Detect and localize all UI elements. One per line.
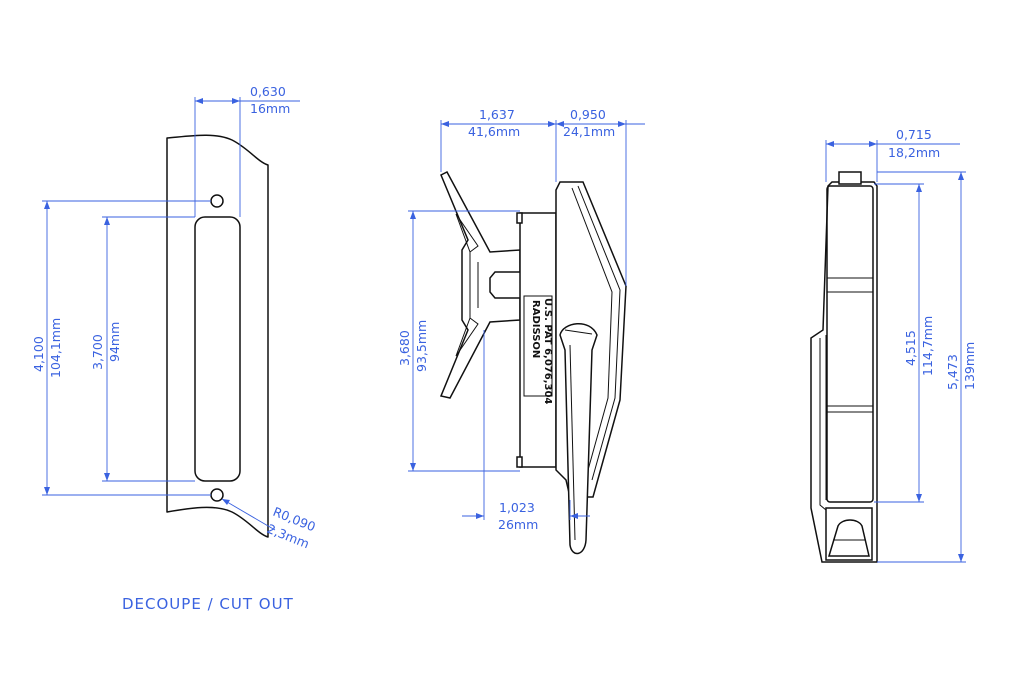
side-handle-depth-mm: 24,1mm [563, 124, 615, 139]
cutout-width-in: 0,630 [250, 84, 286, 99]
side-latch-hook-inner-top [455, 213, 479, 253]
cutout-width-mm: 16mm [250, 101, 290, 116]
side-label-line1: RADISSON [530, 300, 541, 358]
front-inner-panel [826, 185, 874, 503]
side-depth-dimension: 1,637 41,6mm [440, 107, 557, 182]
front-overall-height-dimension: 5,473 139mm [877, 171, 977, 563]
side-height-in: 3,680 [397, 330, 412, 366]
side-latch-hook-inner-bottom [455, 317, 479, 357]
side-lever-mm: 26mm [498, 517, 538, 532]
side-view: RADISSON U.S. PAT 6,076,304 1,637 41,6mm… [397, 107, 645, 555]
cutout-radius-dimension: R0,090 2,3mm [221, 498, 318, 551]
side-lever-dimension: 1,023 26mm [462, 330, 590, 532]
front-inner-height-in: 4,515 [903, 330, 918, 366]
side-lever [559, 323, 598, 555]
side-lever-in: 1,023 [499, 500, 535, 515]
cutout-top-hole [210, 194, 224, 208]
front-view: 0,715 18,2mm 4,515 114,7mm 5,473 139mm [810, 127, 977, 563]
front-inner-height-dimension: 4,515 114,7mm [874, 183, 935, 503]
cutout-hole-spacing-mm: 104,1mm [48, 318, 63, 378]
side-height-dimension: 3,680 93,5mm [397, 210, 520, 472]
cutout-plate-outline [166, 134, 269, 538]
cutout-view: 0,630 16mm 4,100 104,1mm 3,700 94mm [31, 84, 318, 613]
side-height-mm: 93,5mm [414, 320, 429, 372]
side-label-plate [523, 295, 553, 397]
side-handle-depth-dimension: 0,950 24,1mm [556, 107, 645, 286]
front-inner-height-mm: 114,7mm [920, 316, 935, 376]
cutout-hole-spacing-dimension: 4,100 104,1mm [31, 200, 211, 496]
front-side-ridge [819, 338, 827, 511]
cutout-slot-length-dimension: 3,700 94mm [90, 216, 195, 482]
side-handle-depth-in: 0,950 [570, 107, 606, 122]
side-label-line2: U.S. PAT 6,076,304 [542, 298, 553, 404]
side-handle-inner-line [571, 187, 613, 471]
side-back-plate-tab-top [516, 212, 523, 224]
front-overall-height-in: 5,473 [945, 354, 960, 390]
front-width-dimension: 0,715 18,2mm [825, 127, 960, 182]
side-depth-mm: 41,6mm [468, 124, 520, 139]
cutout-caption: DECOUPE / CUT OUT [122, 595, 294, 613]
side-back-plate-tab-bottom [516, 456, 523, 468]
front-grip-shape [827, 519, 870, 557]
cutout-hole-spacing-in: 4,100 [31, 336, 46, 372]
side-latch-hook [439, 171, 521, 399]
cutout-bottom-hole [210, 488, 224, 502]
front-top-knob [838, 171, 862, 185]
cutout-slot-length-in: 3,700 [90, 334, 105, 370]
front-overall-height-mm: 139mm [962, 342, 977, 390]
cutout-slot-length-mm: 94mm [107, 322, 122, 362]
front-body-outline [810, 181, 878, 563]
side-depth-in: 1,637 [479, 107, 515, 122]
cutout-width-dimension: 0,630 16mm [194, 84, 300, 217]
front-width-mm: 18,2mm [888, 145, 940, 160]
cutout-slot [194, 216, 241, 482]
front-width-in: 0,715 [896, 127, 932, 142]
